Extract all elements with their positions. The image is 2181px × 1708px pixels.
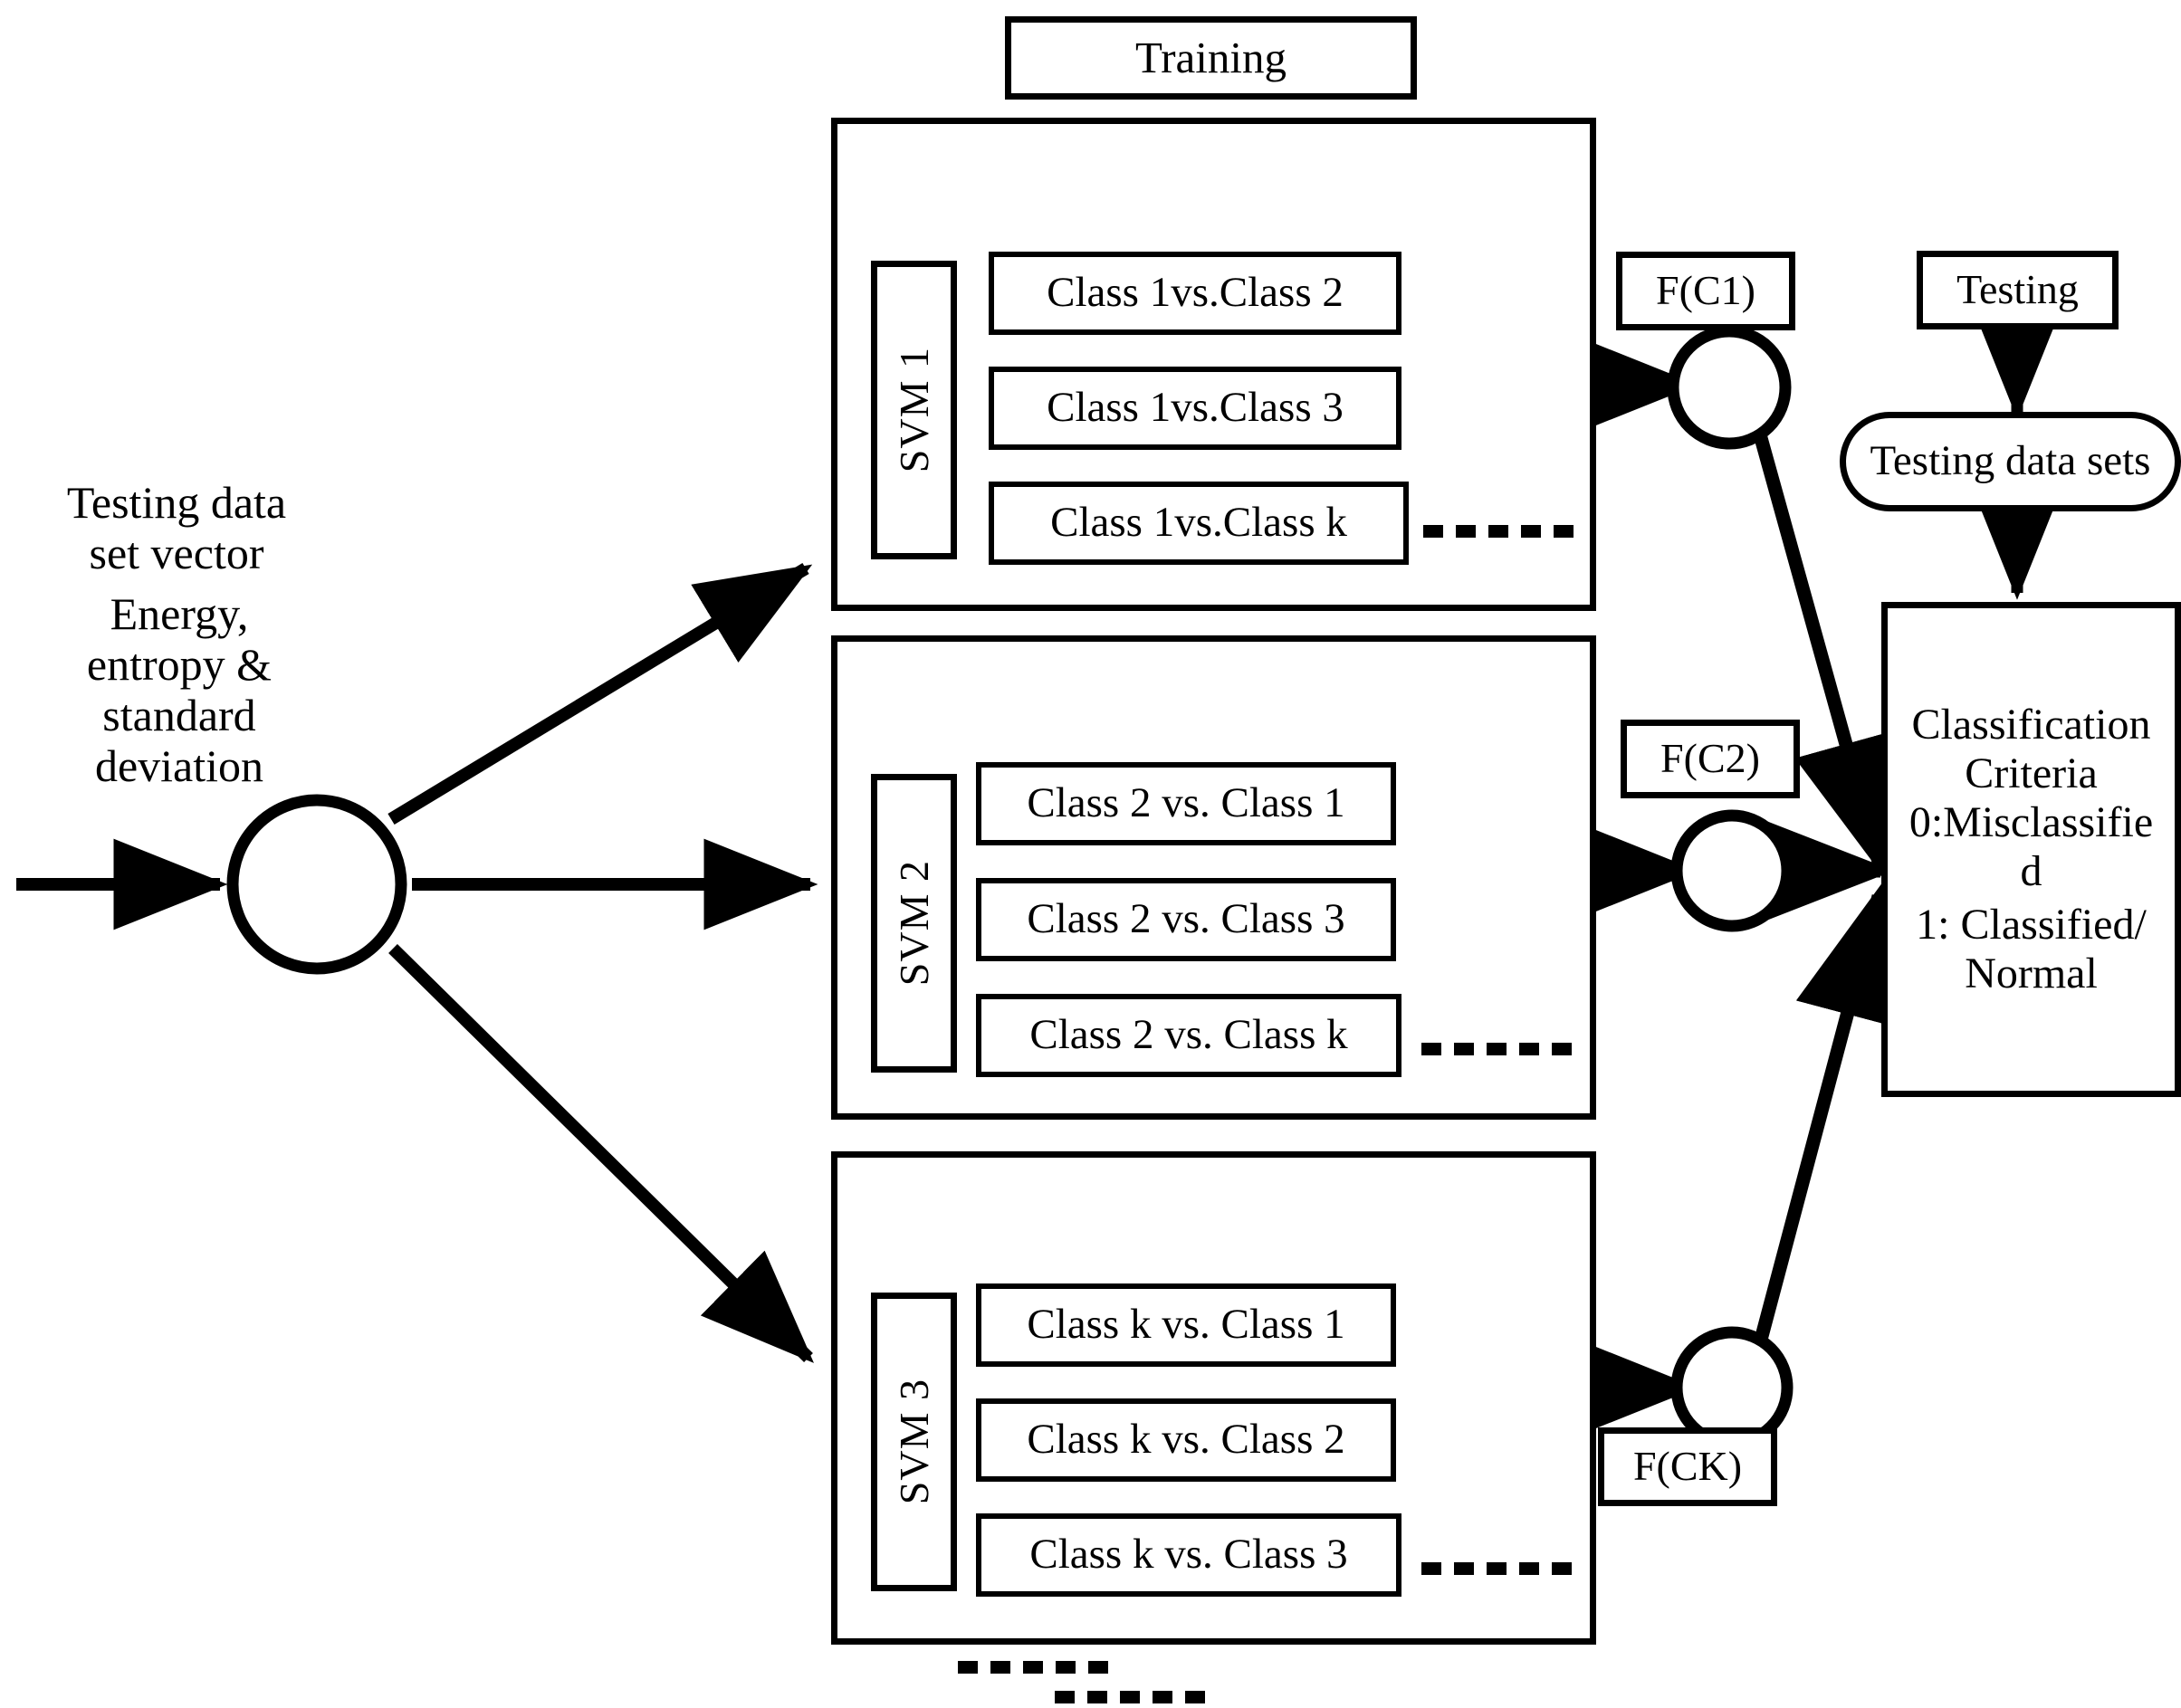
classification-criteria-box[interactable]: Classification Criteria 0:Misclassifie d… — [1881, 602, 2181, 1097]
criteria-rule-zero: 0:Misclassifie d — [1908, 797, 2154, 895]
svm1-comparison-0[interactable]: Class 1vs.Class 2 — [989, 252, 1401, 335]
groups-ellipsis-dashes-1 — [958, 1661, 1112, 1674]
testing-box[interactable]: Testing — [1917, 251, 2119, 329]
svm1-ellipsis-dashes — [1423, 525, 1577, 538]
svm1-comparison-2-label: Class 1vs.Class k — [1050, 499, 1347, 547]
output-label-f-ck: F(CK) — [1632, 1443, 1743, 1490]
svm1-comparison-1-label: Class 1vs.Class 3 — [1047, 384, 1344, 432]
svm-2-label: SVM 2 — [891, 860, 937, 987]
svm-1-label-box: SVM 1 — [871, 261, 957, 559]
training-label: Training — [1134, 33, 1287, 83]
testing-data-sets-label: Testing data sets — [1870, 437, 2151, 485]
output-box-f-c1[interactable]: F(C1) — [1616, 252, 1795, 330]
svm2-comparison-1[interactable]: Class 2 vs. Class 3 — [976, 878, 1396, 961]
arrow-node3-to-criteria — [1754, 883, 1899, 1341]
svm3-comparison-0[interactable]: Class k vs. Class 1 — [976, 1283, 1396, 1367]
svm2-comparison-0-label: Class 2 vs. Class 1 — [1027, 779, 1345, 827]
svm3-comparison-2-label: Class k vs. Class 3 — [1029, 1531, 1348, 1579]
input-hub-node — [226, 794, 407, 975]
svm-1-label: SVM 1 — [891, 347, 937, 473]
svm3-comparison-1-label: Class k vs. Class 2 — [1027, 1416, 1345, 1464]
groups-ellipsis-dashes-2 — [1055, 1691, 1209, 1703]
output-label-f-c1: F(C1) — [1656, 267, 1755, 314]
svm2-comparison-2[interactable]: Class 2 vs. Class k — [976, 994, 1401, 1077]
output-box-f-c2[interactable]: F(C2) — [1621, 720, 1800, 798]
sum-node-3 — [1670, 1326, 1794, 1449]
arrow-hub-to-svm1 — [387, 563, 813, 825]
sum-node-1 — [1667, 325, 1792, 450]
training-box[interactable]: Training — [1005, 16, 1417, 100]
svm2-comparison-2-label: Class 2 vs. Class k — [1029, 1011, 1348, 1059]
svm3-comparison-1[interactable]: Class k vs. Class 2 — [976, 1398, 1396, 1482]
output-box-f-ck[interactable]: F(CK) — [1598, 1427, 1777, 1506]
svm3-comparison-2[interactable]: Class k vs. Class 3 — [976, 1513, 1401, 1597]
testing-label: Testing — [1956, 266, 2079, 313]
input-feature-label: Energy, entropy & standard deviation — [86, 588, 273, 791]
svm2-ellipsis-dashes — [1421, 1043, 1575, 1055]
criteria-heading: Classification Criteria — [1911, 701, 2151, 797]
svm-3-label: SVM 3 — [891, 1379, 937, 1505]
svm1-comparison-1[interactable]: Class 1vs.Class 3 — [989, 367, 1401, 450]
svm3-ellipsis-dashes — [1421, 1562, 1575, 1575]
svm-3-label-box: SVM 3 — [871, 1293, 957, 1591]
svm-2-label-box: SVM 2 — [871, 774, 957, 1073]
sum-node-2 — [1670, 809, 1794, 932]
svm3-comparison-0-label: Class k vs. Class 1 — [1027, 1301, 1345, 1349]
testing-data-sets-box[interactable]: Testing data sets — [1840, 412, 2181, 511]
output-label-f-c2: F(C2) — [1660, 735, 1760, 782]
input-vector-label: Testing data set vector — [66, 477, 287, 578]
svm2-comparison-1-label: Class 2 vs. Class 3 — [1027, 895, 1345, 943]
criteria-rule-one: 1: Classified/ Normal — [1916, 901, 2147, 997]
svm1-comparison-2[interactable]: Class 1vs.Class k — [989, 482, 1409, 565]
svm2-comparison-0[interactable]: Class 2 vs. Class 1 — [976, 762, 1396, 845]
svm1-comparison-0-label: Class 1vs.Class 2 — [1047, 269, 1344, 317]
arrow-hub-to-svm3 — [388, 944, 814, 1363]
